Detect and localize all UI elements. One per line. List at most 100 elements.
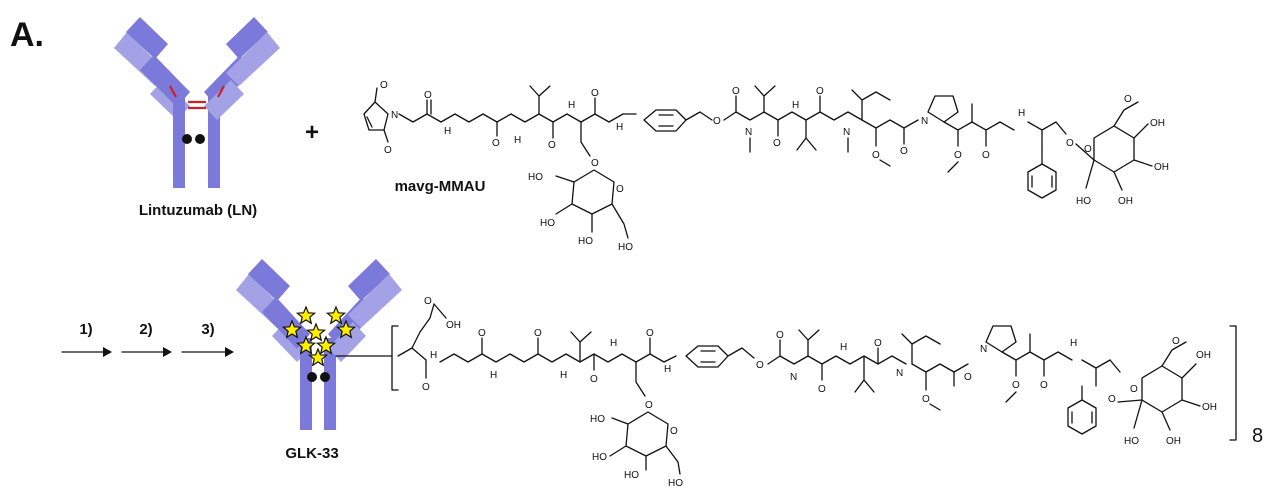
atom-o: O: [591, 158, 599, 169]
atom-o: O: [380, 80, 388, 91]
atom-o: O: [424, 90, 432, 101]
atom-o: O: [478, 328, 486, 339]
atom-h: H: [1018, 108, 1025, 119]
atom-o: O: [1172, 336, 1180, 347]
conjugation-star: [315, 335, 337, 355]
atom-o: O: [1124, 94, 1132, 105]
atom-ho: HO: [578, 236, 593, 247]
atom-ho: HO: [528, 172, 543, 183]
atom-o: O: [982, 150, 990, 161]
atom-oh: OH: [446, 320, 461, 331]
atom-o: O: [1108, 394, 1116, 405]
atom-o: O: [816, 86, 824, 97]
atom-o: O: [645, 400, 653, 411]
maleimide-ring: O O N: [363, 80, 398, 156]
glucuronide-ring-2: O O OH OH OH HO: [1117, 336, 1217, 447]
step-3-label: 3): [201, 321, 214, 338]
atom-h: H: [490, 370, 497, 381]
atom-n: N: [921, 116, 928, 127]
payload-backbone: [398, 113, 624, 123]
atom-h: H: [560, 370, 567, 381]
benzene-ring-4: [1067, 385, 1097, 435]
heavy-chain-left: [248, 259, 312, 430]
atom-oh: OH: [1150, 118, 1165, 129]
conjugation-star: [335, 319, 357, 339]
conjugation-star: [281, 319, 303, 339]
atom-o: O: [424, 296, 432, 307]
atom-oh: OH: [1166, 436, 1181, 447]
atom-h: H: [444, 126, 451, 137]
payload-structure-mavg-mmau: O O N O H O H O H O O O HO HO: [363, 80, 1169, 253]
atom-o: O: [1084, 144, 1092, 155]
atom-ho: HO: [668, 478, 683, 489]
atom-oh: OH: [1196, 350, 1211, 361]
atom-oh: OH: [1202, 402, 1217, 413]
atom-o: O: [422, 382, 430, 393]
glucuronide-ring-1: O O OH OH OH HO: [1075, 94, 1169, 207]
payload-label: mavg-MMAU: [395, 178, 486, 195]
atom-o: O: [590, 374, 598, 385]
atom-h: H: [568, 100, 575, 111]
proline-ring-2: N: [980, 325, 1017, 355]
atom-h: H: [610, 338, 617, 349]
bracket-right: [1229, 325, 1237, 441]
conjugation-star: [307, 347, 329, 367]
atom-o: O: [900, 146, 908, 157]
antibody-conjugate: [236, 259, 402, 430]
atom-ho: HO: [590, 414, 605, 425]
atom-n: N: [790, 372, 797, 383]
sugar-ring-2: O HO HO HO HO: [590, 411, 683, 489]
atom-o: O: [756, 360, 764, 371]
atom-o: O: [591, 88, 599, 99]
atom-h: H: [514, 135, 521, 146]
atom-h: H: [616, 122, 623, 133]
antibody-lintuzumab: [114, 17, 280, 188]
atom-n: N: [391, 110, 398, 121]
reaction-steps: 1) 2) 3): [61, 321, 234, 357]
atom-o: O: [1040, 380, 1048, 391]
disulfide-bonds: [169, 85, 225, 110]
atom-o: O: [732, 86, 740, 97]
plus-sign: +: [305, 119, 319, 146]
atom-o: O: [954, 150, 962, 161]
atom-oh: OH: [1118, 196, 1133, 207]
glycan-dots: [307, 372, 330, 382]
light-chain-right: [328, 274, 402, 362]
proline-ring-1: N: [921, 95, 959, 127]
atom-o: O: [1130, 384, 1138, 395]
atom-o: O: [384, 145, 392, 156]
atom-n: N: [896, 368, 903, 379]
atom-o: O: [646, 328, 654, 339]
repeat-count: 8: [1252, 425, 1263, 447]
atom-ho: HO: [1076, 196, 1091, 207]
atom-ho: HO: [540, 218, 555, 229]
conjugation-star: [305, 322, 327, 342]
atom-o: O: [773, 138, 781, 149]
atom-o: O: [818, 384, 826, 395]
panel-label: A.: [10, 16, 44, 54]
atom-ho: HO: [618, 242, 633, 253]
sugar-ring-1: O HO HO HO HO: [528, 169, 633, 253]
atom-o: O: [776, 330, 784, 341]
conjugation-star: [295, 305, 317, 325]
conjugate-label: GLK-33: [285, 445, 338, 462]
atom-ho: HO: [624, 470, 639, 481]
atom-h: H: [664, 364, 671, 375]
step-1-label: 1): [79, 321, 92, 338]
atom-h: H: [1070, 338, 1077, 349]
antibody-label: Lintuzumab (LN): [139, 202, 257, 219]
atom-o: O: [1012, 380, 1020, 391]
atom-ho: HO: [1124, 436, 1139, 447]
atom-oh: OH: [1154, 162, 1169, 173]
drug-conjugation-stars: [281, 305, 357, 367]
atom-o: O: [616, 184, 624, 195]
atom-n: N: [843, 127, 850, 138]
atom-ho: HO: [592, 452, 607, 463]
atom-o: O: [874, 338, 882, 349]
atom-o: O: [670, 426, 678, 437]
atom-n: N: [980, 344, 987, 355]
step-2-label: 2): [139, 321, 152, 338]
atom-o: O: [548, 140, 556, 151]
conjugation-star: [325, 305, 347, 325]
